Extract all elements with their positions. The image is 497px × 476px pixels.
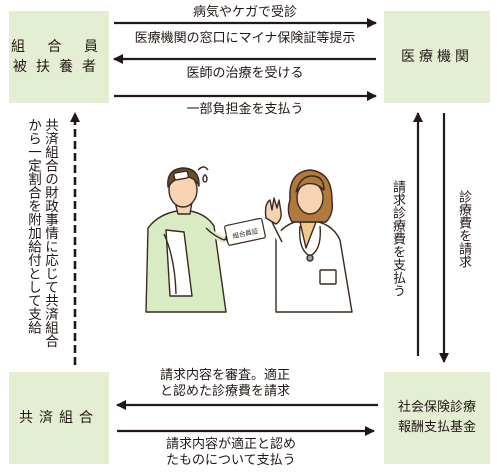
mutual-aid-association-box: 共済組合 [9,372,109,464]
label-claim: 診療費を請求 [456,190,471,268]
member-label-line2: 被扶養者 [13,59,105,75]
doctor-figure [264,169,353,313]
fund-label-line1: 社会保険診療 [397,400,476,415]
label-review-line2: と認めた診療費を請求 [160,384,291,399]
label-claim-fees: 請求診療費を支払う [390,180,405,297]
payment-fund-box: 社会保険診療 報酬支払基金 [384,372,490,464]
label-pay-copay: 一部負担金を支払う [186,102,304,117]
association-label: 共済組合 [19,410,99,426]
label-extra-benefit-col1: 共済組合の財政事情に応じて共済組合 [42,118,58,348]
patient-figure [145,166,237,313]
label-receive-treatment: 医師の治療を受ける [186,66,304,81]
label-pay-approved-line1: 請求内容が適正と認め [166,437,297,452]
label-visit: 病気やケガで受診 [192,5,297,20]
member-label-line1: 組 合 員 [11,39,107,55]
member-box: 組 合 員 被扶養者 [9,11,109,103]
label-review-line1: 請求内容を審査。適正 [160,368,291,383]
medical-institution-label: 医療機関 [401,49,473,65]
label-present-card: 医療機関の窓口にマイナ保険証等提示 [134,31,356,46]
medical-institution-box: 医療機関 [384,11,490,103]
label-pay-approved-line2: たものについて支払う [166,453,296,468]
member-card: 組合員証 [224,217,266,246]
label-extra-benefit-col2: から一定割合を附加給付として支給 [25,118,41,334]
fund-label-line2: 報酬支払基金 [397,420,476,435]
